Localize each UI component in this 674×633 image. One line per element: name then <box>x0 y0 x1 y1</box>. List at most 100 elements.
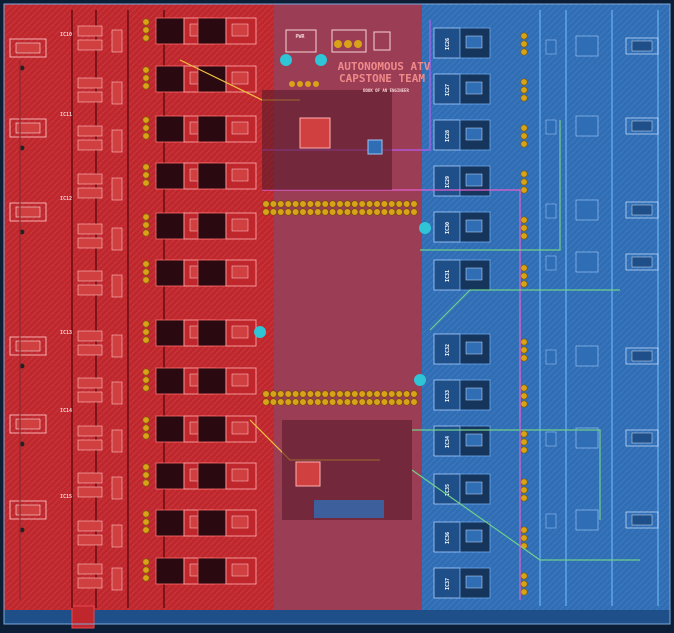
ic-designator: IC13 <box>60 330 72 336</box>
relay-header <box>520 338 528 362</box>
relay <box>197 259 257 287</box>
relay: IC34 <box>433 425 491 457</box>
smd-group <box>545 427 659 449</box>
resistor-pair <box>77 25 123 53</box>
left-resistor-array <box>77 25 123 591</box>
relay-header <box>520 264 528 288</box>
resistor-pair <box>77 125 123 153</box>
relay-header <box>142 463 150 487</box>
relay-designator: IC34 <box>445 436 451 448</box>
relay-header <box>142 416 150 440</box>
relay <box>197 162 257 190</box>
relay-header <box>520 572 528 596</box>
left-ic: IC15 <box>9 494 72 533</box>
relay-header <box>520 478 528 502</box>
resistor-pair <box>77 270 123 298</box>
left-power-bus <box>71 10 165 608</box>
relay-designator: IC35 <box>445 484 451 496</box>
mounting-holes <box>254 54 431 386</box>
relay-designator: IC36 <box>445 532 451 544</box>
board-subtitle: BOOK OF AN ENGINEER <box>363 88 409 93</box>
mounting-hole <box>419 222 431 234</box>
relay: IC33 <box>433 379 491 411</box>
header-row <box>262 398 418 406</box>
relay <box>197 415 257 443</box>
relay-header <box>520 78 528 102</box>
relay <box>197 367 257 395</box>
mounting-hole <box>280 54 292 66</box>
trace <box>412 429 601 520</box>
relay-designator: IC26 <box>445 38 451 50</box>
smd-group <box>545 509 659 531</box>
board-title-line2: CAPSTONE TEAM <box>339 72 425 85</box>
board-outline <box>3 3 671 625</box>
relay: IC29 <box>433 165 491 197</box>
relay <box>197 65 257 93</box>
relay: IC26 <box>433 27 491 59</box>
resistor-pair <box>77 330 123 358</box>
bottom-edge-strip <box>4 610 670 624</box>
relay-header <box>142 163 150 187</box>
left-ic: IC10 <box>9 32 72 71</box>
relay <box>197 509 257 537</box>
resistor-pair <box>77 77 123 105</box>
relay-designator: IC33 <box>445 390 451 402</box>
relay-header <box>142 260 150 284</box>
right-smd-array <box>545 35 659 531</box>
smd-group <box>545 35 659 57</box>
left-ic: IC13 <box>9 330 72 369</box>
relay-designator: IC28 <box>445 130 451 142</box>
header-row <box>262 200 418 208</box>
relay <box>197 319 257 347</box>
relay-designator: IC32 <box>445 344 451 356</box>
relay <box>197 557 257 585</box>
ic-designator: IC12 <box>60 196 72 202</box>
relay-header <box>520 526 528 550</box>
microcontroller-top <box>262 90 392 190</box>
smd-group <box>545 115 659 137</box>
microcontroller-bottom <box>282 420 412 520</box>
relay: IC35 <box>433 473 491 505</box>
relay-header <box>520 170 528 194</box>
resistor-pair <box>77 223 123 251</box>
trace <box>429 289 620 331</box>
smd-group <box>545 251 659 273</box>
relay-header <box>520 124 528 148</box>
relay <box>197 115 257 143</box>
relay: IC37 <box>433 567 491 599</box>
relay-designator: IC37 <box>445 578 451 590</box>
relay: IC30 <box>433 211 491 243</box>
resistor-pair <box>77 377 123 405</box>
mounting-hole <box>414 374 426 386</box>
relay-header <box>142 558 150 582</box>
relay-designator: IC31 <box>445 270 451 282</box>
relay-header <box>520 216 528 240</box>
resistor-pair <box>77 472 123 500</box>
relay: IC31 <box>433 259 491 291</box>
relay: IC27 <box>433 73 491 105</box>
relay-designator: IC30 <box>445 222 451 234</box>
relay-designator: IC27 <box>445 84 451 96</box>
relay: IC32 <box>433 333 491 365</box>
ic-designator: IC10 <box>60 32 72 38</box>
relay-header <box>142 320 150 344</box>
relay <box>197 212 257 240</box>
relay-header <box>142 66 150 90</box>
ic-designator: IC14 <box>60 408 72 414</box>
left-relay-array <box>142 17 257 585</box>
relay-designator: IC29 <box>445 176 451 188</box>
header-row <box>262 390 418 398</box>
relay-header <box>520 430 528 454</box>
left-ic: IC14 <box>9 408 72 447</box>
relay-header <box>520 384 528 408</box>
smd-group <box>545 345 659 367</box>
power-header: PWR <box>285 29 391 87</box>
mounting-hole <box>254 326 266 338</box>
trace <box>420 120 561 251</box>
trace <box>411 469 640 561</box>
right-power-bus <box>539 10 659 606</box>
relay-header <box>142 213 150 237</box>
board-title-line1: AUTONOMOUS ATV <box>338 60 431 73</box>
right-relay-array: IC26IC27IC28IC29IC30IC31IC32IC33IC34IC35… <box>433 27 528 599</box>
